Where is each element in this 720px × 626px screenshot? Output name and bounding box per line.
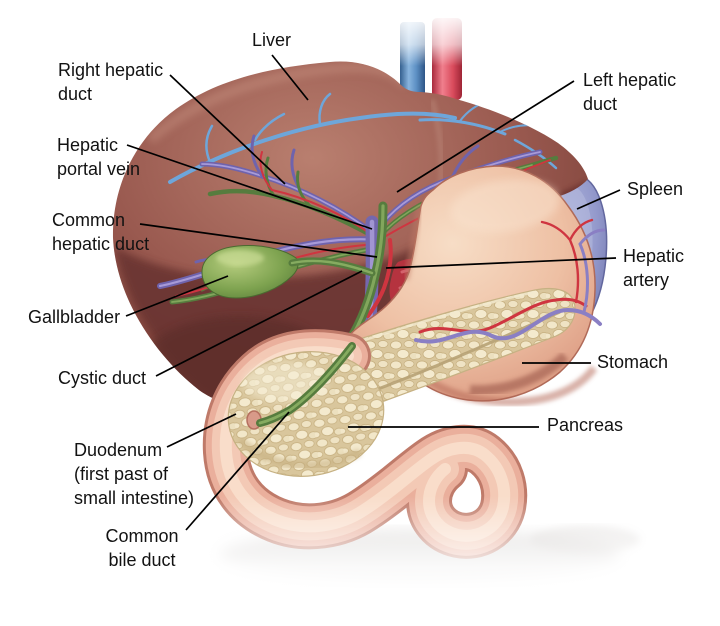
gastrosplenic-vessels	[414, 218, 606, 344]
vena-cava-and-aorta	[392, 12, 470, 100]
bottom-fade	[0, 496, 720, 626]
hepatic-artery-proper	[366, 238, 393, 318]
